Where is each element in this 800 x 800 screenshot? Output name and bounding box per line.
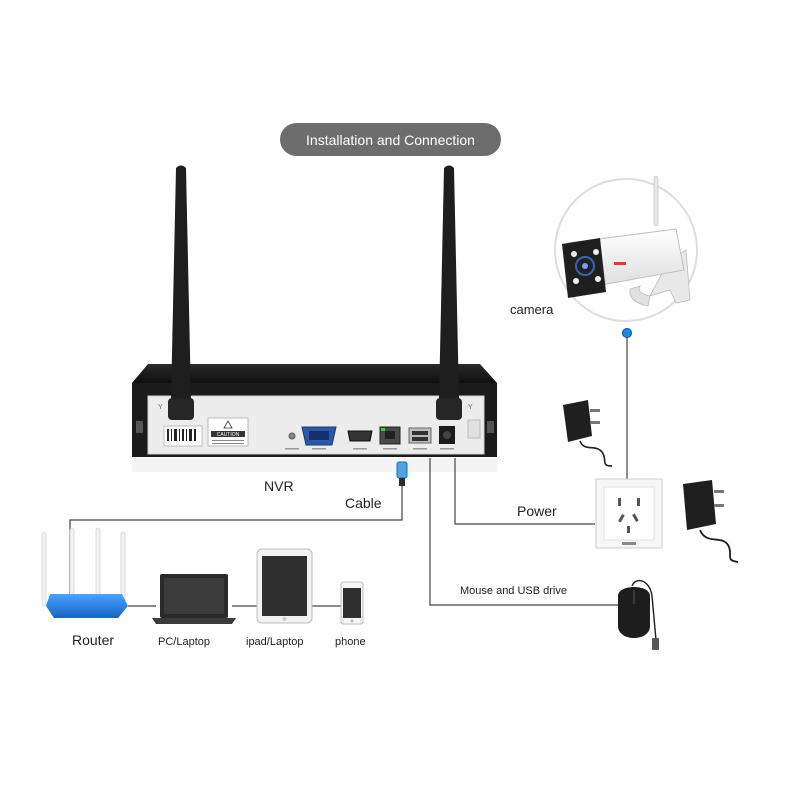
mouse-usb-label: Mouse and USB drive: [460, 585, 567, 597]
usb-line: [429, 458, 618, 606]
dc-power-port: [439, 426, 455, 444]
power-line: [454, 458, 595, 525]
cable-label: Cable: [345, 495, 382, 511]
camera-label: camera: [510, 302, 554, 317]
power-label: Power: [517, 503, 557, 519]
nvr-device: Y Y CAUTION: [132, 364, 497, 472]
power-outlet: [595, 478, 663, 549]
cable-line: [69, 473, 403, 598]
camera-link-dot: [622, 328, 632, 338]
antenna-left: [168, 165, 194, 420]
svg-text:Y: Y: [468, 404, 473, 411]
ipad-laptop-label: ipad/Laptop: [246, 636, 304, 648]
phone-label: phone: [335, 636, 366, 648]
pc-laptop-label: PC/Laptop: [158, 636, 210, 648]
router-label: Router: [72, 632, 115, 648]
cable-connector: [396, 461, 408, 486]
nvr-label: NVR: [264, 478, 294, 494]
mouse-device: [618, 579, 659, 650]
barcode-sticker: [163, 425, 203, 447]
hdmi-port: [347, 430, 373, 442]
antenna-right: [436, 165, 462, 420]
vga-port: [301, 426, 337, 446]
lan-port: [379, 426, 401, 445]
power-adapter-large: [683, 480, 739, 563]
audio-port: [288, 432, 296, 440]
svg-text:Y: Y: [158, 404, 163, 411]
caution-sticker: CAUTION: [207, 417, 249, 447]
usb-port: [408, 427, 432, 444]
router-device: [41, 527, 128, 618]
tablet-device: [256, 548, 313, 624]
power-adapter-small: [563, 400, 613, 467]
title-banner: Installation and Connection: [280, 123, 501, 156]
camera-device: [554, 175, 698, 322]
caution-text: CAUTION: [217, 432, 240, 438]
phone-device: [340, 581, 364, 625]
laptop-device: [152, 574, 236, 624]
